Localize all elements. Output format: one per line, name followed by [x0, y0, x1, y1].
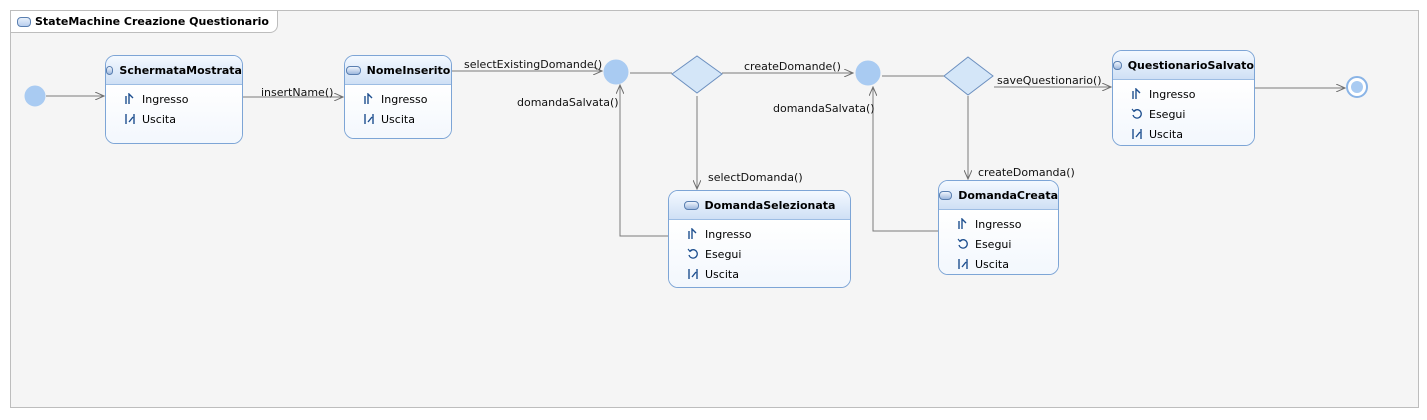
state-icon — [683, 200, 699, 210]
state-activities: Ingresso Uscita — [106, 85, 242, 143]
exit-action-icon — [363, 113, 375, 125]
state-icon — [345, 65, 361, 75]
activity-label: Ingresso — [1149, 87, 1196, 101]
state-header: SchermataMostrata — [106, 56, 242, 85]
entry-action-icon — [957, 218, 969, 230]
activity-label: Esegui — [1149, 107, 1186, 121]
entry-action-icon — [124, 93, 136, 105]
state-machine-icon — [17, 16, 31, 27]
state-schermata-mostrata[interactable]: SchermataMostrata Ingresso Uscita — [105, 55, 243, 144]
entry-activity[interactable]: Ingresso — [1131, 84, 1254, 104]
final-node-inner — [1351, 81, 1363, 93]
label-insert-name: insertName() — [261, 86, 334, 99]
state-name: DomandaSelezionata — [704, 198, 836, 212]
state-icon — [106, 65, 114, 75]
do-action-icon — [957, 238, 969, 250]
entry-action-icon — [363, 93, 375, 105]
state-activities: Ingresso Esegui Uscita — [939, 210, 1058, 274]
label-create-domanda: createDomanda() — [978, 166, 1075, 179]
transition-domanda-salvata-2[interactable] — [873, 87, 938, 232]
state-questionario-salvato[interactable]: QuestionarioSalvato Ingresso Esegui Usci… — [1112, 50, 1255, 146]
label-domanda-salvata-2: domandaSalvata() — [773, 102, 875, 115]
activity-label: Uscita — [705, 267, 739, 281]
exit-activity[interactable]: Uscita — [124, 109, 242, 129]
exit-action-icon — [1131, 128, 1143, 140]
activity-label: Uscita — [1149, 127, 1183, 141]
entry-activity[interactable]: Ingresso — [363, 89, 451, 109]
state-name: DomandaCreata — [958, 188, 1058, 202]
state-nome-inserito[interactable]: NomeInserito Ingresso Uscita — [344, 55, 452, 139]
state-name: SchermataMostrata — [119, 63, 242, 77]
activity-label: Uscita — [975, 257, 1009, 271]
initial-node[interactable] — [24, 85, 46, 107]
activity-label: Ingresso — [142, 92, 189, 106]
exit-activity[interactable]: Uscita — [957, 254, 1058, 274]
label-select-existing: selectExistingDomande() — [464, 58, 603, 71]
label-domanda-salvata-1: domandaSalvata() — [517, 96, 619, 109]
state-activities: Ingresso Esegui Uscita — [1113, 80, 1254, 145]
entry-activity[interactable]: Ingresso — [124, 89, 242, 109]
choice-node-2[interactable] — [943, 56, 994, 96]
frame-title: StateMachine Creazione Questionario — [35, 15, 269, 28]
label-create-domande: createDomande() — [744, 60, 841, 73]
state-header: NomeInserito — [345, 56, 451, 85]
exit-action-icon — [124, 113, 136, 125]
entry-action-icon — [1131, 88, 1143, 100]
state-domanda-selezionata[interactable]: DomandaSelezionata Ingresso Esegui Uscit… — [668, 190, 851, 288]
label-select-domanda: selectDomanda() — [708, 171, 803, 184]
state-domanda-creata[interactable]: DomandaCreata Ingresso Esegui Uscita — [938, 180, 1059, 275]
entry-action-icon — [687, 228, 699, 240]
state-header: DomandaCreata — [939, 181, 1058, 210]
state-name: NomeInserito — [366, 63, 451, 77]
state-name: QuestionarioSalvato — [1127, 58, 1254, 72]
activity-label: Ingresso — [975, 217, 1022, 231]
state-activities: Ingresso Esegui Uscita — [669, 220, 850, 287]
activity-label: Ingresso — [705, 227, 752, 241]
entry-activity[interactable]: Ingresso — [957, 214, 1058, 234]
state-header: QuestionarioSalvato — [1113, 51, 1254, 80]
junction-node-1[interactable] — [603, 59, 629, 85]
state-icon — [1113, 60, 1122, 70]
activity-label: Ingresso — [381, 92, 428, 106]
do-action-icon — [687, 248, 699, 260]
exit-action-icon — [687, 268, 699, 280]
exit-activity[interactable]: Uscita — [1131, 124, 1254, 144]
state-header: DomandaSelezionata — [669, 191, 850, 220]
frame-title-tab[interactable]: StateMachine Creazione Questionario — [11, 11, 278, 33]
do-activity[interactable]: Esegui — [1131, 104, 1254, 124]
exit-activity[interactable]: Uscita — [687, 264, 850, 284]
entry-activity[interactable]: Ingresso — [687, 224, 850, 244]
state-icon — [939, 190, 953, 200]
activity-label: Uscita — [381, 112, 415, 126]
transition-domanda-salvata-1[interactable] — [620, 85, 668, 237]
activity-label: Esegui — [975, 237, 1012, 251]
label-save-questionario: saveQuestionario() — [997, 74, 1102, 87]
activity-label: Uscita — [142, 112, 176, 126]
junction-node-2[interactable] — [855, 60, 881, 86]
activity-label: Esegui — [705, 247, 742, 261]
state-activities: Ingresso Uscita — [345, 85, 451, 138]
do-activity[interactable]: Esegui — [687, 244, 850, 264]
exit-activity[interactable]: Uscita — [363, 109, 451, 129]
exit-action-icon — [957, 258, 969, 270]
choice-node-1[interactable] — [671, 55, 723, 94]
do-activity[interactable]: Esegui — [957, 234, 1058, 254]
do-action-icon — [1131, 108, 1143, 120]
